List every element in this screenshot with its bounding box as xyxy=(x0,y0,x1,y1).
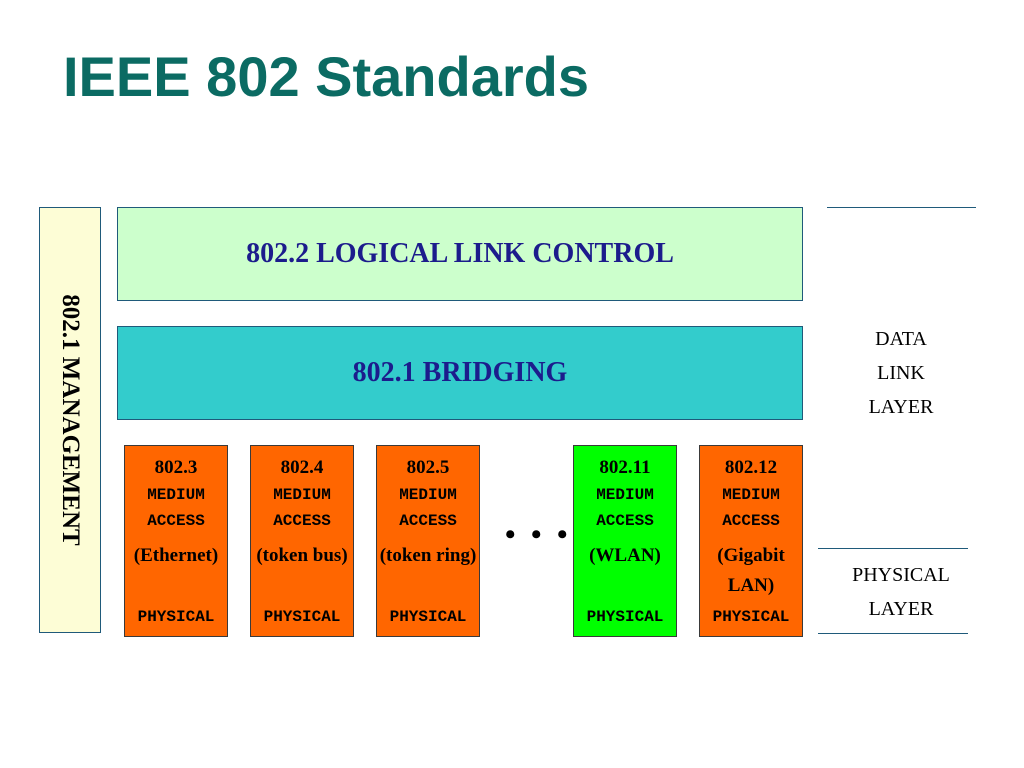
standard-physical: PHYSICAL xyxy=(137,608,215,626)
standard-description: (WLAN) xyxy=(589,545,661,566)
standard-physical: PHYSICAL xyxy=(586,608,664,626)
physical-bottom-rule xyxy=(818,633,968,634)
data-link-top-rule xyxy=(827,207,976,208)
standard-number: 802.3 xyxy=(154,457,198,478)
standard-number: 802.12 xyxy=(724,457,778,478)
standard-802-12-box: 802.12 MEDIUM ACCESS (Gigabit LAN) PHYSI… xyxy=(699,445,803,637)
physical-layer-label: PHYSICAL LAYER xyxy=(831,558,971,626)
standard-access: ACCESS xyxy=(722,512,780,530)
standard-802-3-box: 802.3 MEDIUM ACCESS (Ethernet) PHYSICAL xyxy=(124,445,228,637)
physical-line-2: LAYER xyxy=(868,598,934,620)
standard-physical: PHYSICAL xyxy=(263,608,341,626)
standard-medium: MEDIUM xyxy=(722,486,780,504)
standard-802-5-box: 802.5 MEDIUM ACCESS (token ring) PHYSICA… xyxy=(376,445,480,637)
page-title: IEEE 802 Standards xyxy=(63,45,590,108)
standard-physical: PHYSICAL xyxy=(389,608,467,626)
standard-medium: MEDIUM xyxy=(399,486,457,504)
data-link-line-3: LAYER xyxy=(868,396,934,418)
data-link-line-1: DATA xyxy=(875,328,927,350)
data-link-line-2: LINK xyxy=(877,362,925,384)
standard-access: ACCESS xyxy=(399,512,457,530)
standard-description: (Ethernet) xyxy=(133,545,219,566)
more-standards-ellipsis: • • • xyxy=(505,518,572,551)
data-link-layer-label: DATA LINK LAYER xyxy=(838,322,964,424)
standard-number: 802.11 xyxy=(599,457,651,478)
standard-number: 802.4 xyxy=(280,457,324,478)
standard-medium: MEDIUM xyxy=(147,486,205,504)
standard-description: (Gigabit LAN) xyxy=(717,545,785,596)
physical-top-rule xyxy=(818,548,968,549)
management-box xyxy=(39,207,101,633)
management-label: 802.1 MANAGEMENT xyxy=(57,294,84,546)
standard-description: (token ring) xyxy=(379,545,477,566)
standard-802-4-box: 802.4 MEDIUM ACCESS (token bus) PHYSICAL xyxy=(250,445,354,637)
physical-line-1: PHYSICAL xyxy=(852,564,950,586)
standard-medium: MEDIUM xyxy=(596,486,654,504)
standard-description: (token bus) xyxy=(256,545,348,566)
standard-access: ACCESS xyxy=(273,512,331,530)
standard-medium: MEDIUM xyxy=(273,486,331,504)
standard-access: ACCESS xyxy=(147,512,205,530)
llc-label: 802.2 LOGICAL LINK CONTROL xyxy=(246,238,674,269)
standard-number: 802.5 xyxy=(406,457,450,478)
standard-802-11-box: 802.11 MEDIUM ACCESS (WLAN) PHYSICAL xyxy=(573,445,677,637)
standard-physical: PHYSICAL xyxy=(712,608,790,626)
bridging-box: 802.1 BRIDGING xyxy=(117,326,803,420)
standard-access: ACCESS xyxy=(596,512,654,530)
llc-box: 802.2 LOGICAL LINK CONTROL xyxy=(117,207,803,301)
bridging-label: 802.1 BRIDGING xyxy=(352,357,568,388)
